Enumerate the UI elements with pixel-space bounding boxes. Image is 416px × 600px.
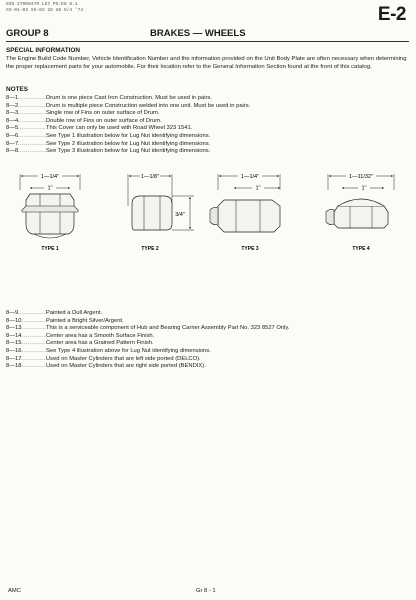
note-text: Painted a Dull Argent. bbox=[46, 310, 103, 316]
note-item: 8—4...............Double row of Fins on … bbox=[6, 118, 410, 126]
page-tag: E-2 bbox=[377, 4, 407, 25]
note-code: 8—17 bbox=[6, 355, 22, 362]
note-text: Drum is multiple piece Construction weld… bbox=[46, 102, 251, 109]
note-text: See Type 2 illustration below for Lug Nu… bbox=[46, 140, 211, 147]
note-text: Double row of Fins on outer surface of D… bbox=[46, 117, 162, 124]
special-information-text: The Engine Build Code Number, Vehicle Id… bbox=[6, 56, 407, 70]
header-code-line-1: 835 27000470 LG7 PG:E8 8.1 bbox=[6, 2, 78, 7]
lug-nut-type-4: 1—11/32" 1" TYPE 4 bbox=[325, 172, 395, 252]
note-item: 8—9...............Painted a Dull Argent. bbox=[6, 310, 410, 318]
note-item: 8—13...............This is a serviceable… bbox=[6, 325, 410, 333]
note-code: 8—3 bbox=[6, 110, 19, 117]
note-code: 8—14 bbox=[6, 332, 22, 339]
note-code: 8—2 bbox=[6, 102, 19, 109]
note-code: 8—18 bbox=[6, 363, 22, 370]
note-leader-dots: ............... bbox=[18, 347, 46, 354]
header-code: 835 27000470 LG7 PG:E8 8.1 XX-01-03 XX-0… bbox=[6, 2, 83, 14]
note-leader-dots: ............... bbox=[18, 140, 46, 147]
note-item: 8—1...............Drum is one piece Cast… bbox=[6, 95, 410, 103]
note-item: 8—6...............See Type 1 illustratio… bbox=[6, 133, 410, 141]
type-3-top-dimension: 1—1/4" bbox=[241, 174, 259, 180]
note-code: 8—7 bbox=[6, 140, 19, 147]
note-leader-dots: ............... bbox=[18, 332, 46, 339]
type-1-label: TYPE 1 bbox=[41, 246, 58, 252]
note-item: 8—15...............Center area has a Gra… bbox=[6, 340, 410, 348]
type-4-inner-dimension: 1" bbox=[361, 186, 366, 192]
header-rule bbox=[6, 41, 409, 42]
note-text: Painted a Bright Silver/Argent. bbox=[46, 317, 124, 324]
note-code: 8—8 bbox=[6, 148, 19, 155]
type-3-inner-dimension: 1" bbox=[255, 186, 260, 192]
notes-heading: NOTES bbox=[6, 86, 29, 93]
note-leader-dots: ............... bbox=[18, 340, 46, 347]
type-4-label: TYPE 4 bbox=[352, 246, 369, 252]
note-code: 8—9 bbox=[6, 310, 19, 316]
note-code: 8—10 bbox=[6, 317, 22, 324]
note-code: 8—1 bbox=[6, 95, 19, 101]
note-leader-dots: ............... bbox=[18, 325, 46, 332]
note-leader-dots: ............... bbox=[18, 110, 46, 117]
note-text: This Cover can only be used with Road Wh… bbox=[46, 125, 193, 132]
note-item: 8—14...............Center area has a Smo… bbox=[6, 333, 410, 341]
note-leader-dots: ............... bbox=[18, 117, 46, 124]
note-item: 8—5...............This Cover can only be… bbox=[6, 125, 410, 133]
note-item: 8—18...............Used on Master Cylind… bbox=[6, 363, 410, 371]
footer-page-number: Gr 8 - 1 bbox=[196, 588, 216, 594]
lug-nut-figure: 1—1/4" 1" TYPE 1 1—1/8" 3/4" TYPE 2 1—1/… bbox=[19, 172, 395, 252]
note-item: 8—2...............Drum is multiple piece… bbox=[6, 103, 410, 111]
type-3-label: TYPE 3 bbox=[241, 246, 258, 252]
note-code: 8—13 bbox=[6, 325, 22, 332]
note-leader-dots: ............... bbox=[18, 95, 46, 101]
special-information-heading: SPECIAL INFORMATION bbox=[6, 47, 80, 54]
note-code: 8—15 bbox=[6, 340, 22, 347]
note-text: Drum is one piece Cast Iron Construction… bbox=[46, 95, 212, 101]
notes-list: 8—1...............Drum is one piece Cast… bbox=[6, 95, 410, 156]
note-code: 8—4 bbox=[6, 117, 19, 124]
note-item: 8—3...............Single row of Fins on … bbox=[6, 110, 410, 118]
note-code: 8—5 bbox=[6, 125, 19, 132]
note-leader-dots: ............... bbox=[18, 132, 46, 139]
note-leader-dots: ............... bbox=[18, 355, 46, 362]
note-leader-dots: ............... bbox=[18, 102, 46, 109]
note-code: 8—16 bbox=[6, 347, 22, 354]
note-text: Single row of Fins on outer surface of D… bbox=[46, 110, 160, 117]
note-leader-dots: ............... bbox=[18, 148, 46, 155]
note-text: Used on Master Cylinders that are right … bbox=[46, 363, 206, 370]
note-text: See Type 3 illustration below for Lug Nu… bbox=[46, 148, 211, 155]
lug-nut-type-3: 1—1/4" 1" TYPE 3 bbox=[209, 172, 281, 252]
note-text: See Type 1 illustration below for Lug Nu… bbox=[46, 132, 211, 139]
footer-brand: AMC bbox=[8, 588, 21, 594]
note-text: Used on Master Cylinders that are left s… bbox=[46, 355, 201, 362]
note-leader-dots: ............... bbox=[18, 125, 46, 132]
lug-nut-type-1: 1—1/4" 1" TYPE 1 bbox=[19, 172, 81, 252]
type-2-top-dimension: 1—1/8" bbox=[141, 174, 159, 180]
note-text: Center area has a Smooth Surface Finish. bbox=[46, 332, 155, 339]
group-label: GROUP 8 bbox=[6, 28, 49, 39]
lug-nut-type-2: 1—1/8" 3/4" TYPE 2 bbox=[127, 172, 194, 252]
note-item: 8—8...............See Type 3 illustratio… bbox=[6, 148, 410, 156]
note-item: 8—16...............See Type 4 illustrati… bbox=[6, 348, 410, 356]
type-2-side-dimension: 3/4" bbox=[175, 212, 185, 218]
note-leader-dots: ............... bbox=[18, 317, 46, 324]
note-leader-dots: ............... bbox=[18, 310, 46, 316]
type-2-label: TYPE 2 bbox=[141, 246, 158, 252]
note-text: See Type 4 illustration above for Lug Nu… bbox=[46, 347, 211, 354]
note-text: This is a serviceable component of Hub a… bbox=[46, 325, 290, 332]
note-item: 8—7...............See Type 2 illustratio… bbox=[6, 141, 410, 149]
header-code-line-2: XX-01-03 XX-03 28 U8 5/4 '74 bbox=[6, 8, 84, 13]
notes-list-2: 8—9...............Painted a Dull Argent.… bbox=[6, 310, 410, 371]
note-code: 8—6 bbox=[6, 132, 19, 139]
note-leader-dots: ............... bbox=[18, 363, 46, 370]
note-item: 8—17...............Used on Master Cylind… bbox=[6, 356, 410, 364]
note-text: Center area has a Grained Pattern Finish… bbox=[46, 340, 154, 347]
type-1-top-dimension: 1—1/4" bbox=[41, 174, 59, 180]
page-title: BRAKES — WHEELS bbox=[150, 28, 246, 39]
type-1-inner-dimension: 1" bbox=[47, 186, 52, 192]
type-4-top-dimension: 1—11/32" bbox=[349, 174, 373, 180]
note-item: 8—10...............Painted a Bright Silv… bbox=[6, 318, 410, 326]
